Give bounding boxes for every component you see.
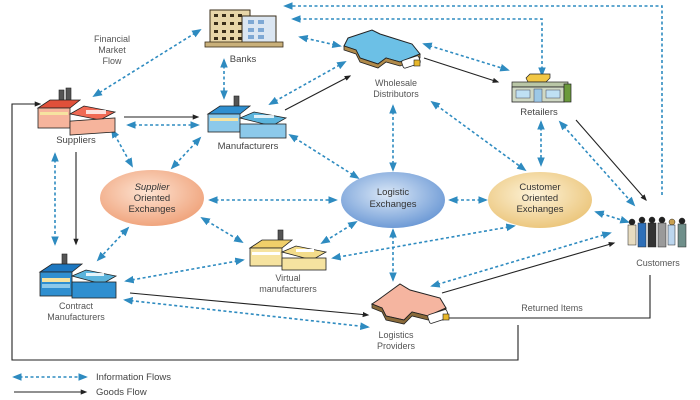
banks-label: Banks <box>230 54 257 65</box>
logistics-providers-label-line2: Providers <box>377 341 416 351</box>
manufacturers-label: Manufacturers <box>218 141 279 152</box>
goods-flow-lines <box>73 57 647 318</box>
information-flow-lines <box>51 2 663 330</box>
suppliers-node[interactable]: Suppliers <box>36 87 117 146</box>
logistic-exchanges-ellipse <box>341 172 445 228</box>
customers-node[interactable]: Customers <box>627 216 687 268</box>
legend: Information Flows Goods Flow <box>12 372 171 398</box>
factory-icon <box>36 87 117 136</box>
wholesale-distributors-label-line2: Distributors <box>373 89 419 99</box>
legend-goods-flow: Goods Flow <box>14 387 147 398</box>
virtual-manufacturers-label-line1: Virtual <box>275 273 300 283</box>
supplier-oriented-exchanges-node[interactable]: Supplier Oriented Exchanges <box>100 170 204 226</box>
financial-market-flow-label: Financial Market Flow <box>94 34 130 66</box>
svg-text:Exchanges: Exchanges <box>369 199 416 210</box>
suppliers-label: Suppliers <box>56 135 96 146</box>
svg-text:Oriented: Oriented <box>522 193 558 204</box>
warehouse-icon <box>370 283 450 325</box>
wholesale-distributors-node[interactable]: Wholesale Distributors <box>343 29 421 99</box>
svg-text:Oriented: Oriented <box>134 193 170 204</box>
banks-node[interactable]: Banks <box>204 9 284 65</box>
contract-manufacturers-label-line2: Manufacturers <box>47 312 105 322</box>
retailers-label: Retailers <box>520 107 558 118</box>
supplier-oriented-exchanges-ellipse <box>100 170 204 226</box>
retailers-node[interactable]: Retailers <box>511 73 572 118</box>
contract-manufacturers-label-line1: Contract <box>59 301 94 311</box>
people-group-icon <box>627 216 687 248</box>
svg-text:Exchanges: Exchanges <box>516 204 563 215</box>
logistics-providers-label-line1: Logistics <box>378 330 414 340</box>
logistic-exchanges-node[interactable]: Logistic Exchanges <box>341 172 445 228</box>
factory-icon <box>38 253 118 299</box>
logistics-providers-node[interactable]: Logistics Providers <box>370 283 450 351</box>
legend-goods-flow-label: Goods Flow <box>96 387 147 398</box>
svg-text:Financial: Financial <box>94 34 130 44</box>
svg-text:Supplier: Supplier <box>135 182 171 193</box>
customer-oriented-exchanges-node[interactable]: Customer Oriented Exchanges <box>488 172 592 228</box>
svg-text:Logistic: Logistic <box>377 187 409 198</box>
office-building-icon <box>204 9 284 48</box>
contract-manufacturers-node[interactable]: Contract Manufacturers <box>38 253 118 322</box>
legend-information-flows-label: Information Flows <box>96 372 171 383</box>
customer-oriented-exchanges-ellipse <box>488 172 592 228</box>
warehouse-icon <box>343 29 421 69</box>
return-loop-frame <box>11 101 651 361</box>
wholesale-distributors-label-line1: Wholesale <box>375 78 417 88</box>
factory-icon <box>248 229 328 271</box>
svg-text:Customer: Customer <box>519 182 560 193</box>
svg-text:Flow: Flow <box>102 56 122 66</box>
returned-items-label: Returned Items <box>521 303 583 313</box>
svg-text:Exchanges: Exchanges <box>128 204 175 215</box>
customers-label: Customers <box>636 258 680 268</box>
manufacturers-node[interactable]: Manufacturers <box>206 95 288 152</box>
storefront-icon <box>511 73 572 103</box>
virtual-manufacturers-node[interactable]: Virtual manufacturers <box>248 229 328 294</box>
svg-text:Market: Market <box>98 45 126 55</box>
factory-icon <box>206 95 288 139</box>
virtual-manufacturers-label-line2: manufacturers <box>259 284 317 294</box>
legend-information-flows: Information Flows <box>12 372 171 383</box>
